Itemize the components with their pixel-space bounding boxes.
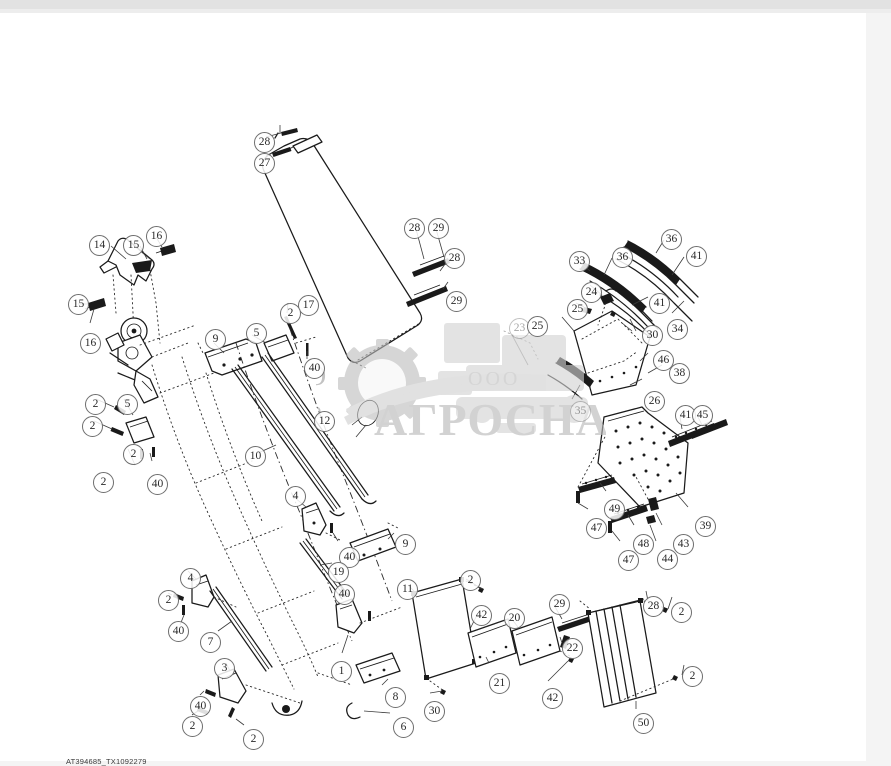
callout-24[interactable]: 24 [581, 282, 602, 303]
callout-41[interactable]: 41 [686, 246, 707, 267]
callout-38[interactable]: 38 [669, 363, 690, 384]
callout-2[interactable]: 2 [123, 444, 144, 465]
callout-21[interactable]: 21 [489, 673, 510, 694]
callout-35[interactable]: 35 [570, 401, 591, 422]
callout-40[interactable]: 40 [168, 621, 189, 642]
part-17-unloading-tube [261, 134, 423, 364]
callout-9[interactable]: 9 [395, 534, 416, 555]
part-50-ribbed-panel [579, 590, 685, 709]
part-12-rails [231, 352, 379, 517]
callout-8[interactable]: 8 [385, 687, 406, 708]
callout-2[interactable]: 2 [280, 303, 301, 324]
callout-49[interactable]: 49 [604, 499, 625, 520]
diagram-sheet: .s{fill:none;stroke:#1a1a1a;stroke-width… [0, 13, 866, 766]
part-35-seal-left [547, 357, 594, 400]
callout-4[interactable]: 4 [180, 568, 201, 589]
callout-22[interactable]: 22 [562, 638, 583, 659]
callout-47[interactable]: 47 [618, 550, 639, 571]
callout-5[interactable]: 5 [117, 394, 138, 415]
part-9-plate-upper [204, 338, 263, 376]
callout-2[interactable]: 2 [85, 394, 106, 415]
callout-25[interactable]: 25 [567, 299, 588, 320]
callout-2[interactable]: 2 [182, 716, 203, 737]
callout-2[interactable]: 2 [671, 602, 692, 623]
callout-30[interactable]: 30 [424, 701, 445, 722]
part-7-rail [209, 586, 273, 672]
callout-2[interactable]: 2 [82, 416, 103, 437]
callout-27[interactable]: 27 [254, 153, 275, 174]
callout-46[interactable]: 46 [653, 350, 674, 371]
callout-2[interactable]: 2 [158, 590, 179, 611]
callout-48[interactable]: 48 [633, 534, 654, 555]
callout-10[interactable]: 10 [245, 446, 266, 467]
callout-41[interactable]: 41 [649, 293, 670, 314]
callout-15[interactable]: 15 [68, 294, 89, 315]
callout-2[interactable]: 2 [243, 729, 264, 750]
diagram-artwork: .s{fill:none;stroke:#1a1a1a;stroke-width… [0, 13, 866, 761]
callout-16[interactable]: 16 [146, 226, 167, 247]
callout-50[interactable]: 50 [633, 713, 654, 734]
callout-25[interactable]: 25 [527, 316, 548, 337]
callout-40[interactable]: 40 [190, 696, 211, 717]
callout-36[interactable]: 36 [612, 247, 633, 268]
callout-28[interactable]: 28 [254, 132, 275, 153]
callout-34[interactable]: 34 [667, 319, 688, 340]
fastener-group-28-29 [406, 228, 450, 307]
callout-14[interactable]: 14 [89, 235, 110, 256]
callout-41[interactable]: 41 [675, 405, 696, 426]
callout-7[interactable]: 7 [200, 632, 221, 653]
callout-5[interactable]: 5 [246, 323, 267, 344]
callout-28[interactable]: 28 [444, 248, 465, 269]
callout-2[interactable]: 2 [682, 666, 703, 687]
callout-4[interactable]: 4 [285, 486, 306, 507]
callout-43[interactable]: 43 [673, 534, 694, 555]
callout-47[interactable]: 47 [586, 518, 607, 539]
callout-30[interactable]: 30 [642, 325, 663, 346]
callout-28[interactable]: 28 [643, 596, 664, 617]
part-6-clip [346, 702, 391, 720]
callout-40[interactable]: 40 [339, 547, 360, 568]
callout-15[interactable]: 15 [123, 235, 144, 256]
callout-16[interactable]: 16 [80, 333, 101, 354]
callout-12[interactable]: 12 [314, 411, 335, 432]
callout-29[interactable]: 29 [428, 218, 449, 239]
callout-44[interactable]: 44 [657, 549, 678, 570]
callout-39[interactable]: 39 [695, 516, 716, 537]
callout-6[interactable]: 6 [393, 717, 414, 738]
callout-36[interactable]: 36 [661, 229, 682, 250]
callout-20[interactable]: 20 [504, 608, 525, 629]
part-49-47-strip [576, 434, 616, 510]
window-top-bar [0, 0, 891, 9]
part-20-panel [509, 616, 573, 666]
part-43-44-bolts [635, 476, 663, 542]
callout-42[interactable]: 42 [471, 605, 492, 626]
callout-2[interactable]: 2 [460, 570, 481, 591]
part-10-boom-body [139, 324, 393, 716]
callout-33[interactable]: 33 [569, 251, 590, 272]
callout-17[interactable]: 17 [298, 295, 319, 316]
callout-1[interactable]: 1 [331, 661, 352, 682]
part-21-panel [467, 616, 517, 668]
callout-2[interactable]: 2 [93, 472, 114, 493]
callout-40[interactable]: 40 [334, 584, 355, 605]
callout-42[interactable]: 42 [542, 688, 563, 709]
callout-3[interactable]: 3 [214, 658, 235, 679]
part-8-plate [355, 652, 401, 686]
callout-19[interactable]: 19 [328, 562, 349, 583]
figure-caption: AT394685_TX1092279 [66, 757, 147, 766]
callout-9[interactable]: 9 [205, 329, 226, 350]
boom-pivot-cluster [105, 317, 159, 404]
callout-40[interactable]: 40 [304, 358, 325, 379]
callout-26[interactable]: 26 [644, 391, 665, 412]
window-top-bar-shadow [0, 9, 891, 13]
part-39-perforated-panel [597, 406, 689, 508]
callout-45[interactable]: 45 [692, 405, 713, 426]
callout-29[interactable]: 29 [446, 291, 467, 312]
callout-11[interactable]: 11 [397, 579, 418, 600]
part-33-seal [577, 260, 659, 330]
callout-40[interactable]: 40 [147, 474, 168, 495]
callout-28[interactable]: 28 [404, 218, 425, 239]
callout-29[interactable]: 29 [549, 594, 570, 615]
